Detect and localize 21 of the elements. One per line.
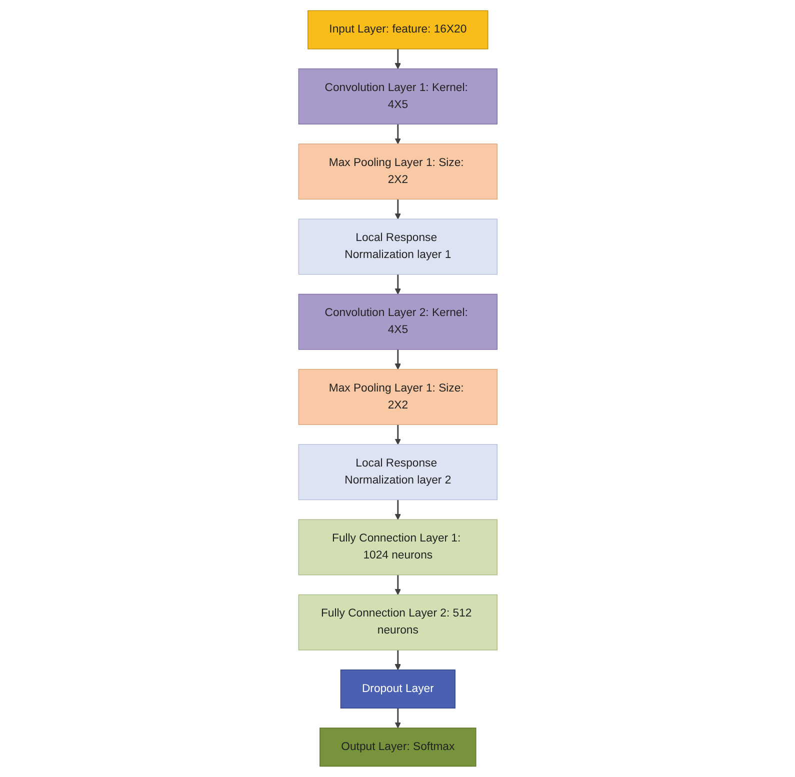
arrow	[394, 650, 401, 670]
arrow	[394, 574, 401, 596]
node-box: Convolution Layer 1: Kernel: 4X5	[298, 68, 498, 124]
node-box: Input Layer: feature: 16X20	[307, 10, 488, 50]
node-box: Max Pooling Layer 1: Size: 2X2	[298, 369, 498, 425]
node-box: Fully Connection Layer 2: 512 neurons	[298, 594, 498, 650]
arrow	[394, 48, 401, 70]
node-box: Local Response Normalization layer 2	[298, 444, 498, 500]
arrow	[394, 500, 401, 520]
arrow	[394, 199, 401, 220]
arrow	[394, 274, 401, 294]
node-box: Dropout Layer	[340, 670, 456, 709]
node-box: Local Response Normalization layer 1	[298, 218, 498, 275]
node-box: Fully Connection Layer 1: 1024 neurons	[298, 519, 498, 576]
arrow	[394, 424, 401, 445]
node-box: Max Pooling Layer 1: Size: 2X2	[298, 144, 498, 200]
node-box: Convolution Layer 2: Kernel: 4X5	[298, 294, 498, 350]
arrow	[394, 708, 401, 728]
arrow	[394, 350, 401, 370]
node-box: Output Layer: Softmax	[319, 728, 476, 767]
arrow	[394, 124, 401, 144]
